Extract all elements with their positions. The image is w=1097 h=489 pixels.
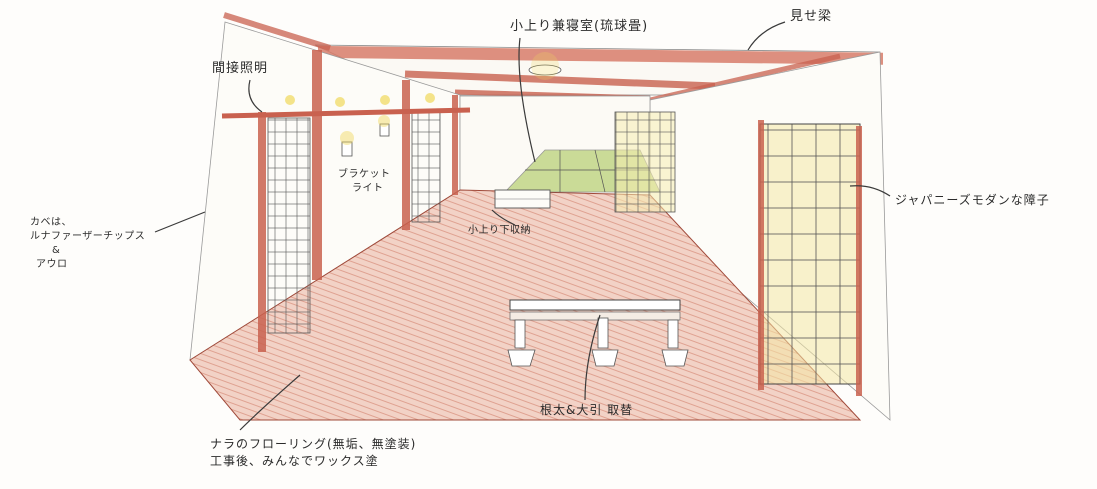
- back-right-shoji: [614, 111, 676, 213]
- label-loft-storage: 小上り下収納: [468, 225, 531, 236]
- label-bracket-light-line2: ライト: [352, 183, 384, 194]
- label-flooring-line1: ナラのフローリング(無垢、無塗装): [210, 437, 417, 451]
- label-flooring: ナラのフローリング(無垢、無塗装) 工事後、みんなでワックス塗: [210, 436, 416, 470]
- floor-opening-joists: [507, 299, 689, 367]
- ceiling-light: [528, 52, 562, 80]
- label-shoji: ジャパニーズモダンな障子: [895, 193, 1050, 207]
- leader-shoji: [849, 185, 891, 197]
- label-wall-finish-line2: ルナファーザーチップス: [30, 231, 146, 242]
- label-wall-finish-line4: アウロ: [36, 259, 68, 270]
- right-shoji: [758, 120, 862, 396]
- label-wall-finish-line3: &: [52, 245, 61, 256]
- leader-indirect-lighting: [248, 79, 263, 113]
- leader-exposed-beam: [747, 21, 786, 51]
- leader-lines: [154, 21, 891, 431]
- bracket-lights: [340, 115, 390, 157]
- label-loft-bedroom: 小上り兼寝室(琉球畳): [510, 19, 649, 34]
- label-exposed-beam: 見せ梁: [790, 9, 833, 24]
- leader-flooring: [239, 374, 301, 431]
- label-wall-finish-line1: カベは、: [30, 217, 72, 228]
- leader-loft-storage: [491, 209, 516, 226]
- label-indirect-lighting: 間接照明: [212, 61, 269, 76]
- leader-wall: [154, 211, 206, 233]
- label-joist-replace: 根太&大引 取替: [540, 403, 634, 417]
- leader-joist: [584, 314, 601, 401]
- label-flooring-line2: 工事後、みんなでワックス塗: [210, 453, 379, 468]
- leader-loft-bedroom: [518, 37, 536, 163]
- indirect-lighting-shelf: [221, 93, 471, 119]
- label-wall-finish: カベは、 ルナファーザーチップス & アウロ: [30, 216, 145, 272]
- label-bracket-light: ブラケット ライト: [338, 168, 391, 196]
- left-shoji: [267, 111, 441, 334]
- label-bracket-light-line1: ブラケット: [338, 169, 391, 180]
- left-pillars: [258, 50, 458, 352]
